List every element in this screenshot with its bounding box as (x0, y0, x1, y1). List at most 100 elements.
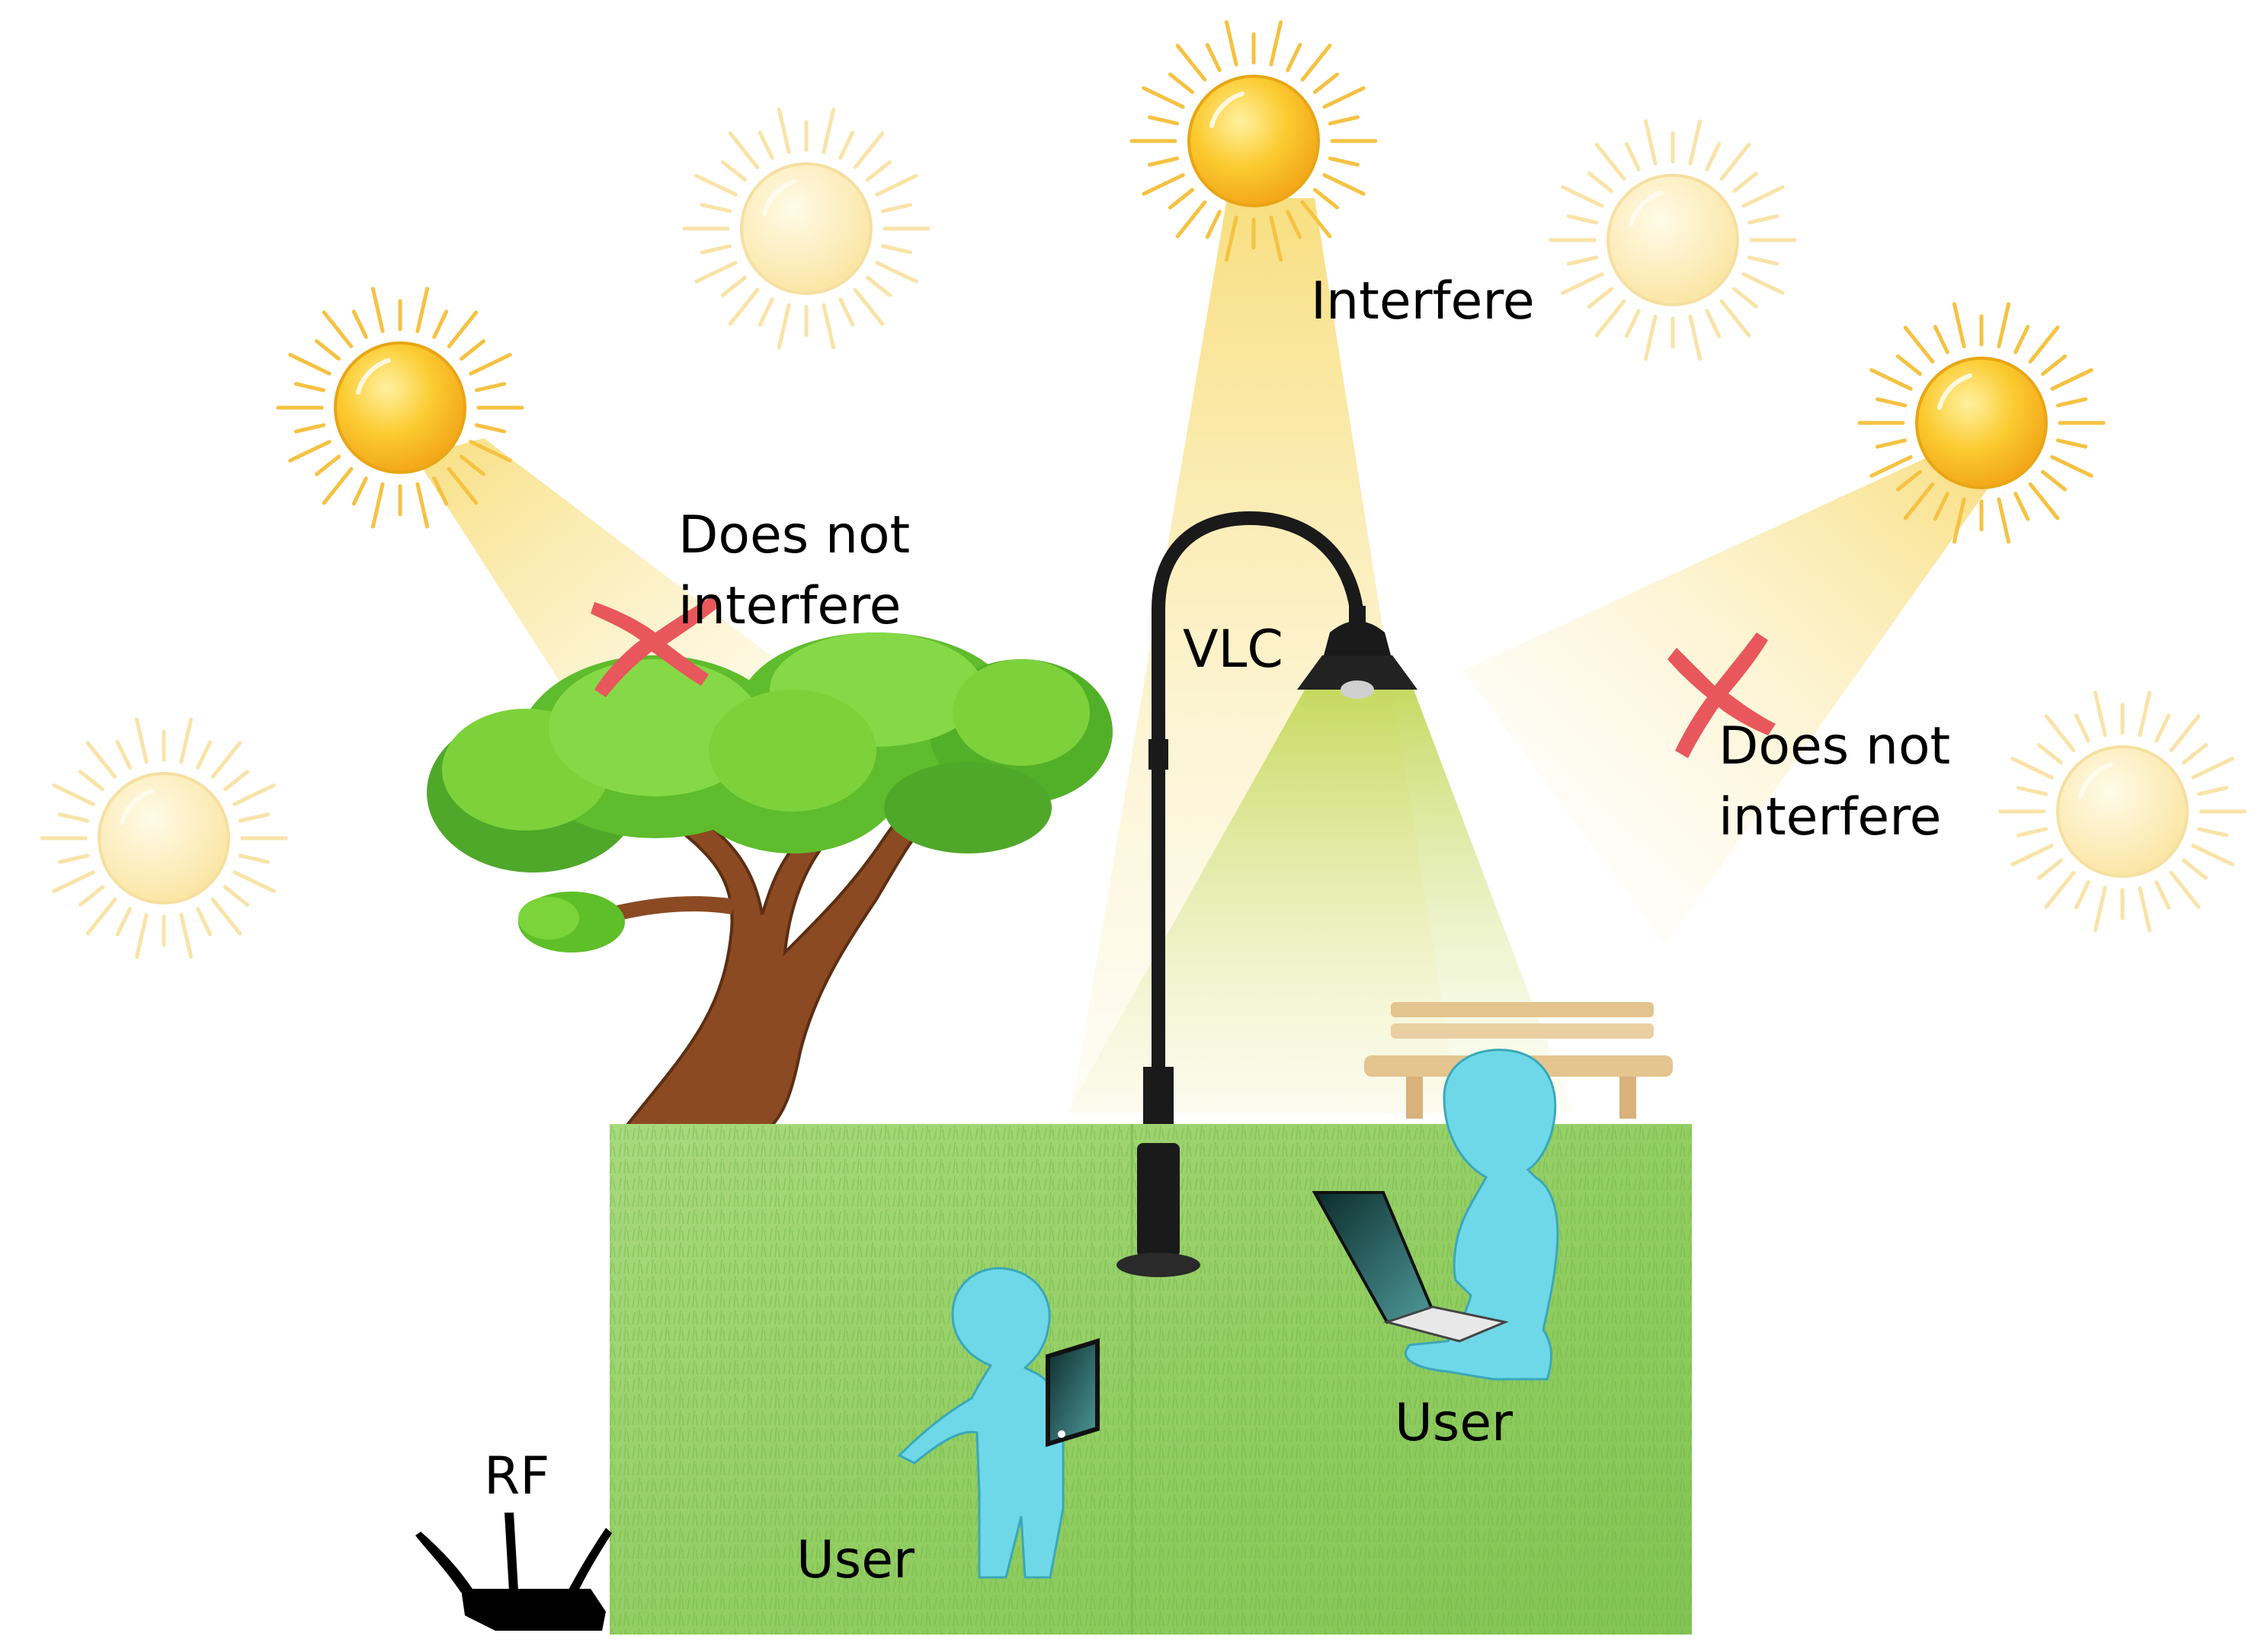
sun-ray (1168, 187, 1194, 210)
sun-ray (2093, 690, 2107, 738)
sun-ray (134, 912, 149, 959)
sun-ray (1322, 86, 1366, 109)
sun-ray (1328, 156, 1360, 167)
sun-ray (2028, 325, 2060, 363)
cross-icon (591, 594, 720, 697)
sun-ray (853, 288, 885, 326)
sun-ray (370, 482, 385, 529)
sun-ray (210, 898, 242, 936)
sun-ray (1876, 397, 1908, 408)
label-does-not-interfere-right-1: Does not (1719, 716, 1950, 776)
sun-ray (2169, 871, 2201, 909)
sun-ray (1903, 325, 1935, 363)
sun-ray (294, 423, 326, 434)
sun-ray (370, 287, 385, 334)
sun-ray (447, 467, 479, 505)
sun-ray (288, 440, 332, 463)
sun-ray (52, 870, 95, 893)
user-child-icon (897, 1266, 1065, 1579)
sun-ray (322, 310, 354, 348)
sun-ray (1896, 354, 1922, 376)
sun-ray (777, 107, 791, 155)
sun-ray (1224, 215, 1238, 262)
sun-ray (875, 261, 918, 283)
sun-ray (700, 244, 732, 255)
sun-ray (315, 339, 341, 361)
sun-ray (1705, 142, 1722, 171)
sun-highlight (356, 358, 391, 395)
sun-ray (85, 741, 117, 779)
sun-ray (1205, 43, 1222, 72)
sun-ray (469, 353, 512, 376)
sun-ray (196, 907, 213, 937)
sun-ray (2037, 743, 2063, 765)
sun-ray (777, 303, 791, 350)
sun-ray (838, 130, 855, 160)
sun-ray (1286, 43, 1302, 72)
sun-ray (1313, 72, 1339, 94)
sun-highlight (1937, 373, 1972, 410)
sun-ray (1741, 185, 1785, 208)
sun-ray (1719, 142, 1751, 181)
sun-ray (1148, 115, 1180, 126)
sun-ray (1269, 215, 1283, 262)
laptop-icon (1312, 1191, 1510, 1343)
user-laptop-icon (1405, 1049, 1559, 1381)
sun-ray (866, 160, 892, 182)
sun-ray (432, 309, 449, 339)
sun-ray (474, 423, 506, 434)
sun-ray (2017, 786, 2049, 796)
sun-ray (728, 288, 760, 326)
sun-highlight (762, 179, 797, 216)
sun-ray (2138, 885, 2152, 933)
sun-ray (232, 783, 276, 806)
sun-ray (322, 467, 354, 505)
sun-disc (334, 341, 466, 474)
sun-ray (1322, 173, 1366, 196)
sun-ray (1300, 200, 1332, 239)
sun-ray (1286, 210, 1302, 239)
sun-ray (315, 454, 341, 476)
tablet-icon (1046, 1337, 1100, 1448)
sun-ray (1933, 325, 1949, 354)
sun-ray (179, 717, 194, 764)
sun-ray (460, 454, 485, 476)
sun-ray (1224, 20, 1238, 67)
sun-ray (223, 885, 249, 907)
sun-ray (2050, 455, 2093, 478)
street-lamp-base (1116, 1143, 1200, 1277)
sun-ray (2074, 713, 2090, 743)
sun-ray (1952, 302, 1966, 349)
sun-ray (2169, 714, 2201, 752)
sun-ray (415, 287, 430, 334)
sun-ray (447, 310, 479, 348)
sun-ray (758, 297, 774, 327)
sun-ray (1269, 20, 1283, 67)
sun-ray (1997, 497, 2011, 544)
sun-ray (1567, 255, 1599, 266)
sun-ray (179, 912, 194, 959)
sun-ray (721, 160, 747, 182)
sun-ray (1747, 255, 1779, 266)
sun-ray (85, 898, 117, 936)
sun-icon (1998, 690, 2247, 933)
sun-ray (1168, 72, 1194, 94)
sun-ray (1869, 455, 1913, 478)
sun-ray (1313, 187, 1339, 210)
sun-disc (2056, 745, 2189, 878)
sun-ray (1732, 171, 1758, 194)
sun-ray (694, 261, 738, 283)
sun-ray (238, 853, 270, 864)
sun-ray (196, 740, 213, 770)
sun-ray (469, 440, 512, 463)
sun-ray (2074, 880, 2090, 910)
sun-ray (223, 770, 249, 792)
sun-ray (1876, 438, 1908, 449)
sun-ray (822, 303, 836, 350)
sun-ray (1148, 156, 1180, 167)
sun-ray (1896, 469, 1922, 491)
sun-ray (2182, 743, 2208, 765)
sun-ray (822, 107, 836, 155)
sun-ray (728, 131, 760, 169)
